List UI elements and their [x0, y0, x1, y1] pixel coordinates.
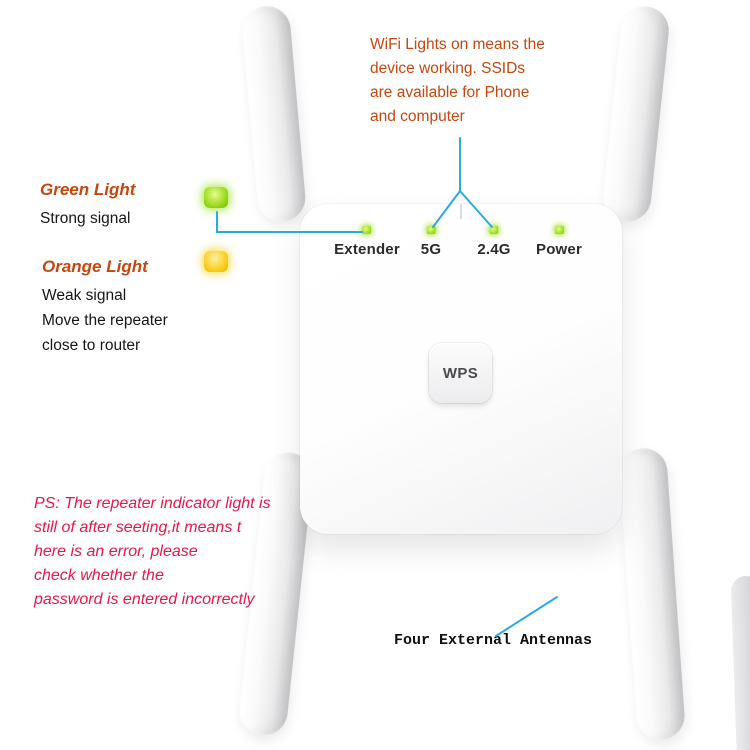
- 2-4g-led-label: 2.4G: [477, 241, 511, 258]
- extender-led-icon: [362, 226, 372, 234]
- antenna-top-right: [600, 4, 672, 224]
- power-led-icon: [554, 226, 564, 234]
- ps-warning-line: check whether the: [34, 567, 164, 584]
- wifi-lights-note-line: and computer: [370, 108, 465, 125]
- orange-light-line: Move the repeater: [42, 312, 168, 329]
- antennas-connector: [495, 596, 558, 637]
- repeater-device: Extender 5G 2.4G Power WPS: [300, 204, 622, 534]
- wifi-lights-note-line: device working. SSIDs: [370, 60, 526, 77]
- wps-button: WPS: [429, 343, 492, 403]
- four-antennas-label: Four External Antennas: [394, 632, 593, 649]
- wps-button-label: WPS: [442, 364, 479, 382]
- antenna-edge-sliver: [730, 575, 750, 750]
- green-light-title: Green Light: [40, 180, 136, 199]
- orange-light-line: Weak signal: [42, 287, 127, 304]
- led-indicator-5g: 5G: [421, 226, 441, 258]
- orange-light-title: Orange Light: [42, 257, 148, 276]
- orange-light-line: close to router: [42, 337, 141, 354]
- led-indicator-2-4g: 2.4G: [477, 226, 510, 258]
- led-indicator-extender: Extender: [334, 226, 400, 258]
- wifi-lights-note-line: WiFi Lights on means the: [370, 36, 545, 53]
- 5g-led-icon: [426, 226, 436, 234]
- 5g-led-label: 5G: [420, 241, 442, 258]
- ps-warning-line: still of after seeting,it means t: [34, 519, 242, 536]
- wifi-lights-note: WiFi Lights on means the device working.…: [370, 33, 545, 129]
- power-led-label: Power: [535, 241, 583, 258]
- antenna-bottom-right: [617, 446, 687, 742]
- extender-led-label: Extender: [334, 241, 400, 258]
- ps-warning-line: password is entered incorrectly: [34, 591, 255, 608]
- antenna-top-left: [240, 4, 308, 224]
- led-indicator-power: Power: [536, 226, 582, 258]
- ps-warning-line: here is an error, please: [34, 543, 198, 560]
- 2-4g-led-icon: [489, 226, 499, 234]
- device-top-seam: [460, 204, 462, 219]
- green-led-icon-swatch: [204, 187, 228, 208]
- wifi-lights-note-line: are available for Phone: [370, 84, 530, 101]
- ps-warning-line: PS: The repeater indicator light is: [34, 495, 271, 512]
- ps-warning-note: PS: The repeater indicator light is stil…: [34, 492, 271, 612]
- green-light-line: Strong signal: [40, 210, 131, 227]
- orange-light-note: Orange Light Weak signal Move the repeat…: [42, 257, 168, 358]
- orange-led-icon-swatch: [204, 251, 228, 272]
- green-light-note: Green Light Strong signal: [40, 180, 135, 231]
